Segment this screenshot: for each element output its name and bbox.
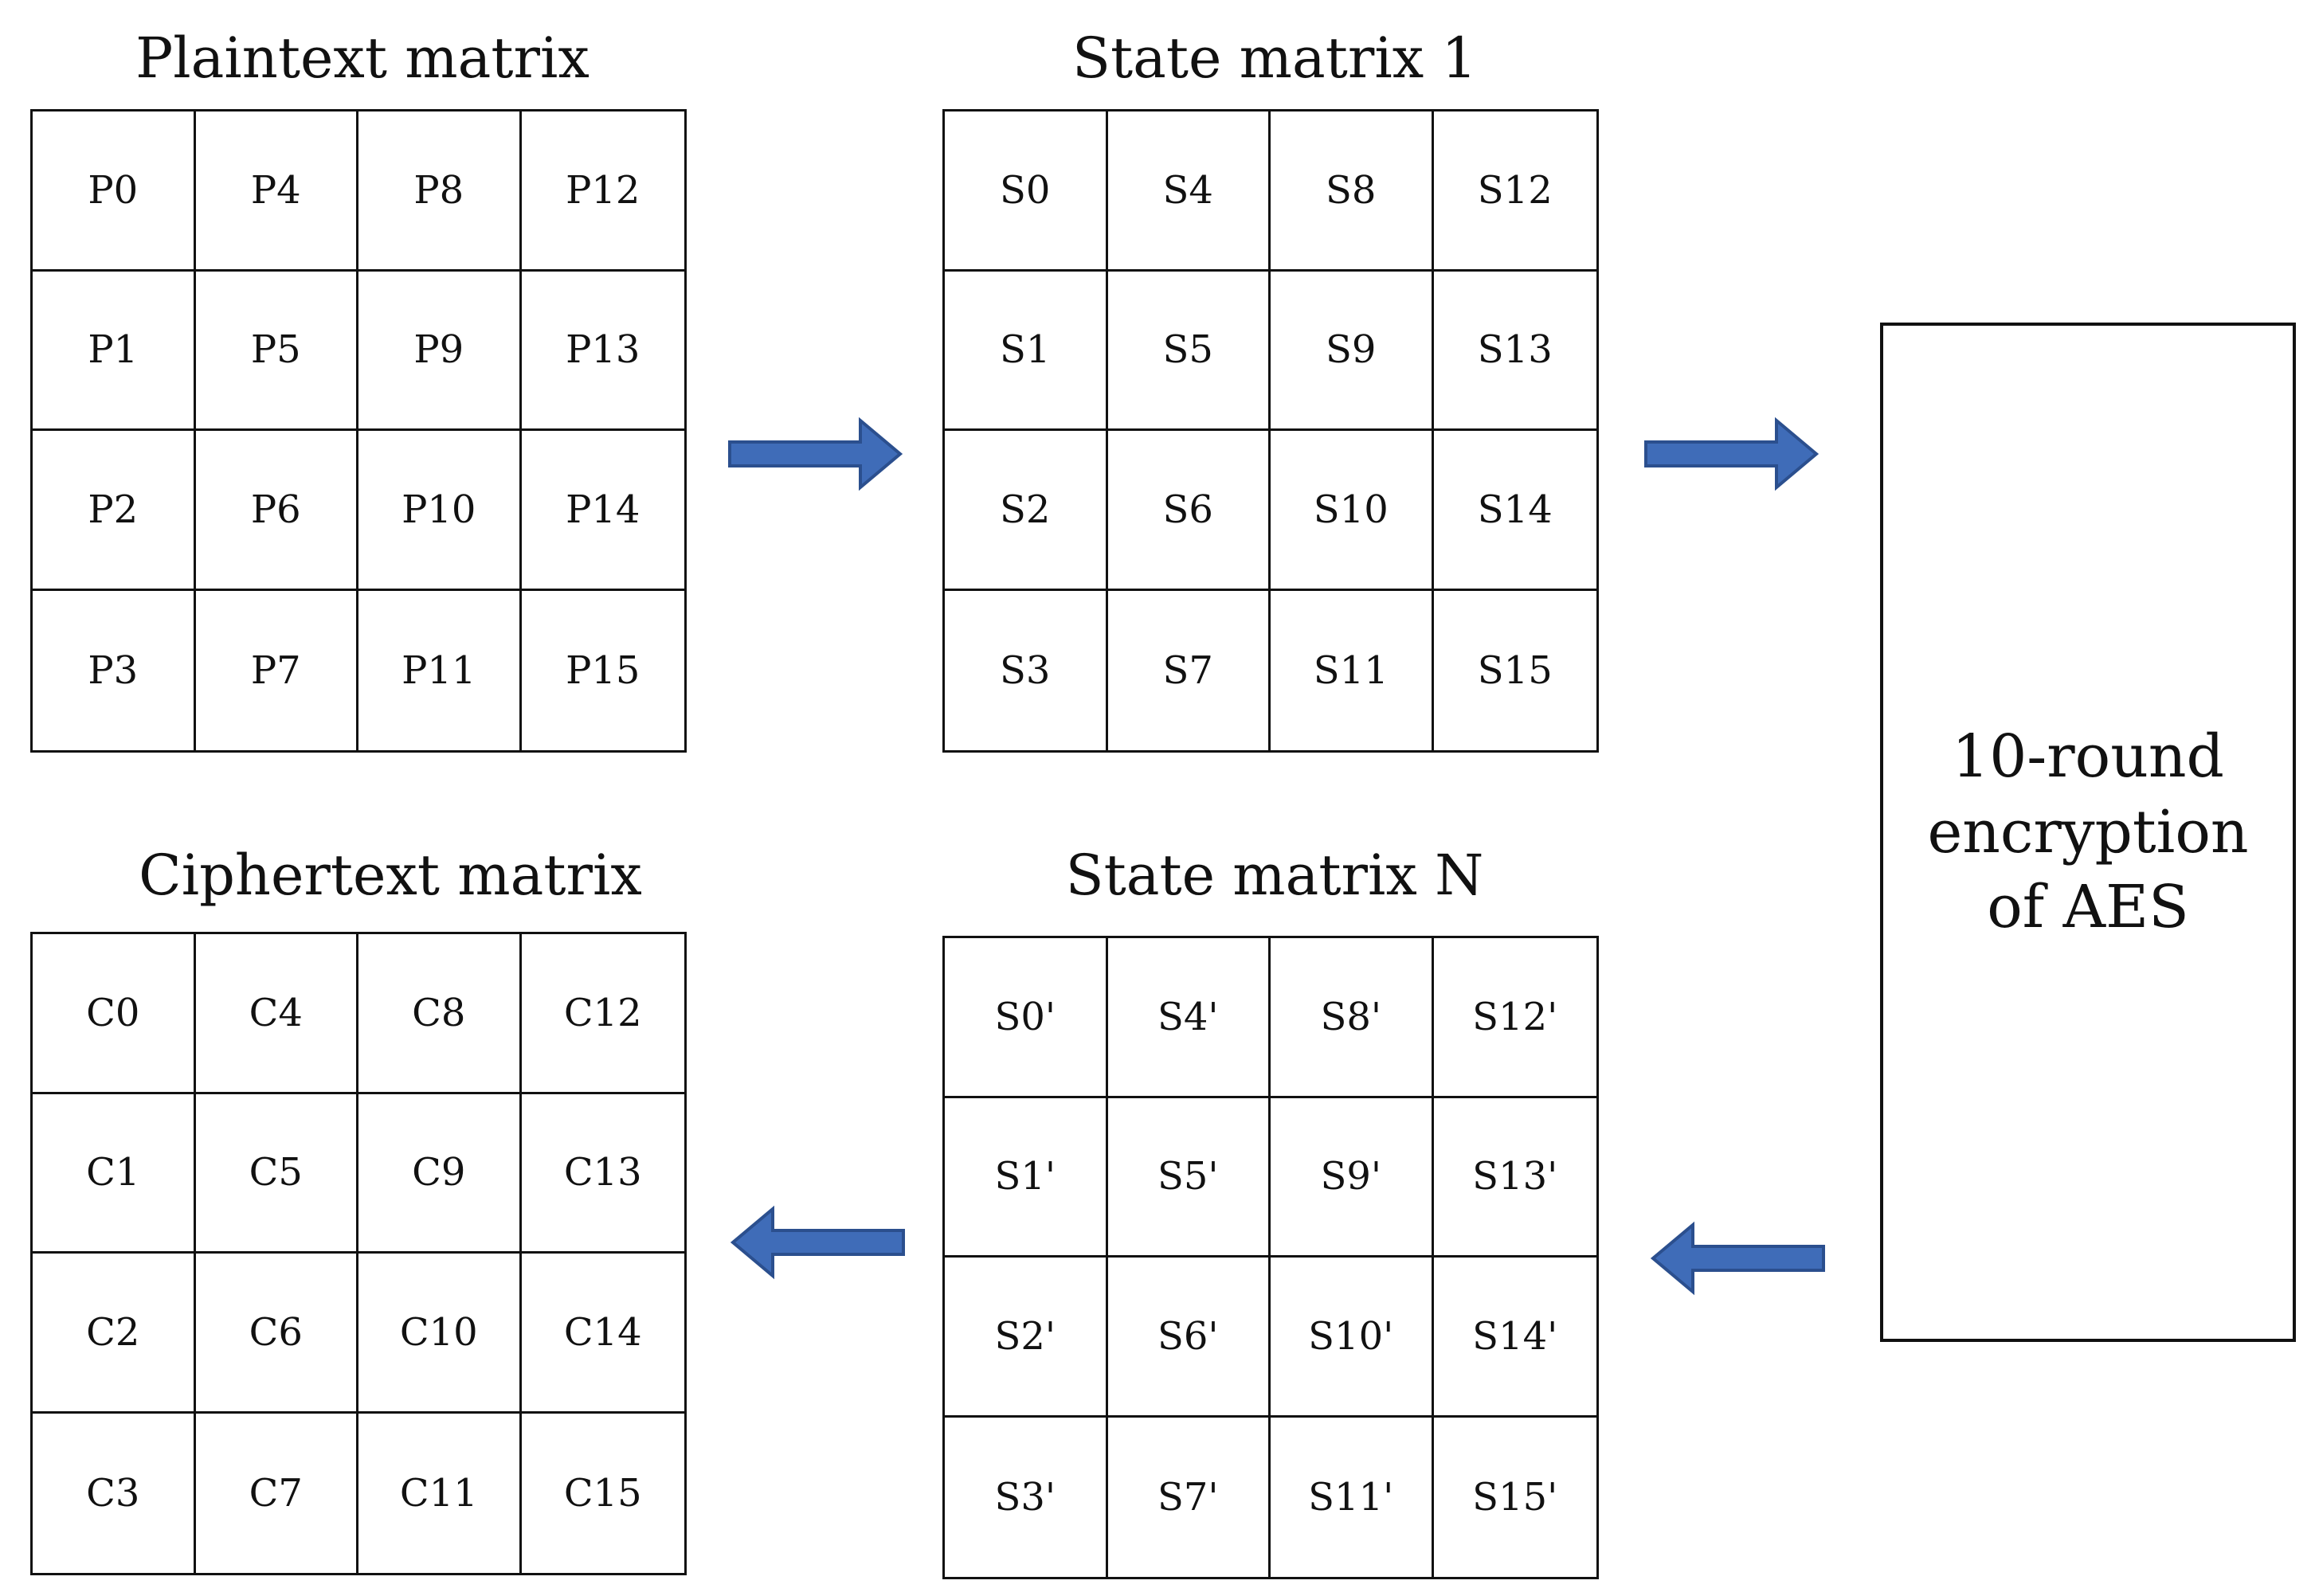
arrow-left-staten-to-ciphertext — [730, 1205, 905, 1280]
ciphertext-cell: C3 — [33, 1413, 196, 1573]
ciphertext-cell: C0 — [33, 934, 196, 1094]
state1-cell: S10 — [1271, 431, 1434, 591]
plaintext-cell: P5 — [195, 271, 358, 431]
plaintext-cell: P14 — [521, 431, 684, 591]
state1-cell: S11 — [1271, 590, 1434, 750]
plaintext-cell: P10 — [358, 431, 522, 591]
ciphertext-cell: C9 — [358, 1093, 522, 1254]
arrow-right-shape — [728, 417, 903, 491]
stateN-cell: S11' — [1271, 1417, 1434, 1577]
ciphertext-cell: C10 — [358, 1254, 522, 1414]
stateN-cell: S7' — [1108, 1417, 1271, 1577]
ciphertext-cell: C15 — [563, 1470, 642, 1516]
stateN-cell: S12' — [1433, 938, 1596, 1098]
aes-encryption-label: 10-round encryption of AES — [1927, 719, 2248, 945]
aes-label-line-3: of AES — [1987, 873, 2189, 942]
state1-cell: S9 — [1271, 271, 1434, 431]
state1-cell: S8 — [1271, 111, 1434, 272]
arrow-left-aes-to-staten — [1650, 1221, 1825, 1296]
state1-cell: S5 — [1107, 271, 1271, 431]
stateN-cell: S10' — [1271, 1258, 1434, 1418]
plaintext-cell: P2 — [33, 431, 196, 591]
ciphertext-cell: C5 — [195, 1093, 358, 1254]
stateN-cell: S14' — [1433, 1258, 1596, 1418]
stateN-cell: S9' — [1271, 1097, 1434, 1258]
stateN-cell: S3' — [945, 1417, 1108, 1577]
stateN-cell: S6' — [1107, 1258, 1271, 1418]
ciphertext-cell: C13 — [521, 1094, 684, 1254]
state1-cell: S14 — [1433, 431, 1596, 591]
plaintext-cell: P8 — [358, 111, 522, 272]
ciphertext-cell: C1 — [33, 1093, 196, 1254]
ciphertext-cell: C12 — [521, 934, 684, 1094]
state1-cell: S4 — [1107, 111, 1271, 272]
plaintext-cell: P4 — [195, 111, 358, 272]
state1-cell: S12 — [1433, 111, 1596, 272]
plaintext-cell: P11 — [358, 590, 522, 750]
plaintext-cell: P1 — [33, 271, 196, 431]
ciphertext-cell: C11 — [358, 1413, 522, 1573]
aes-label-line-2: encryption — [1927, 797, 2249, 866]
ciphertext-cell: C8 — [358, 934, 522, 1094]
state-matrix-n: S0'S4'S8'S12' S1'S5'S9'S13' S2'S6'S10'S14'… — [942, 936, 1599, 1579]
stateN-cell: S8' — [1271, 938, 1434, 1098]
state1-cell: S1 — [945, 271, 1108, 431]
stateN-cell: S0' — [945, 938, 1108, 1098]
plaintext-cell: P0 — [33, 111, 196, 272]
stateN-cell: S1' — [945, 1097, 1108, 1258]
plaintext-matrix-title: Plaintext matrix — [135, 25, 590, 91]
state1-cell: S3 — [945, 590, 1108, 750]
plaintext-cell: P13 — [521, 272, 684, 431]
state1-cell: S2 — [945, 431, 1108, 591]
state-matrix-n-title: State matrix N — [1065, 843, 1484, 908]
stateN-cell: S5' — [1107, 1097, 1271, 1258]
ciphertext-cell: C4 — [195, 934, 358, 1094]
plaintext-cell: P12 — [521, 111, 684, 272]
plaintext-cell: P3 — [33, 590, 196, 750]
stateN-cell: S13' — [1433, 1098, 1596, 1258]
state1-cell: S7 — [1108, 590, 1271, 750]
plaintext-cell: P6 — [195, 431, 358, 591]
arrow-right-state1-to-aes — [1644, 417, 1819, 491]
arrow-left-shape — [730, 1205, 905, 1280]
plaintext-cell: P7 — [196, 590, 358, 750]
stateN-cell: S2' — [945, 1258, 1108, 1418]
arrow-right-shape — [1644, 417, 1819, 491]
ciphertext-cell: C2 — [33, 1254, 196, 1414]
ciphertext-cell: C7 — [196, 1413, 358, 1573]
stateN-cell: S15' — [1472, 1474, 1558, 1520]
state1-cell: S13 — [1433, 272, 1596, 431]
ciphertext-cell: C14 — [521, 1254, 684, 1414]
arrow-left-shape — [1650, 1221, 1825, 1296]
aes-encryption-box: 10-round encryption of AES — [1880, 323, 2296, 1342]
ciphertext-matrix-title: Ciphertext matrix — [139, 843, 642, 908]
plaintext-cell: P15 — [566, 647, 640, 693]
state1-cell: S15 — [1477, 647, 1553, 693]
state1-cell: S6 — [1107, 431, 1271, 591]
ciphertext-cell: C6 — [195, 1254, 358, 1414]
arrow-right-plaintext-to-state1 — [728, 417, 903, 491]
state-matrix-1-title: State matrix 1 — [1072, 25, 1477, 91]
stateN-cell: S4' — [1107, 938, 1271, 1098]
plaintext-cell: P9 — [358, 271, 522, 431]
aes-label-line-1: 10-round — [1952, 722, 2224, 791]
state1-cell: S0 — [945, 111, 1108, 272]
